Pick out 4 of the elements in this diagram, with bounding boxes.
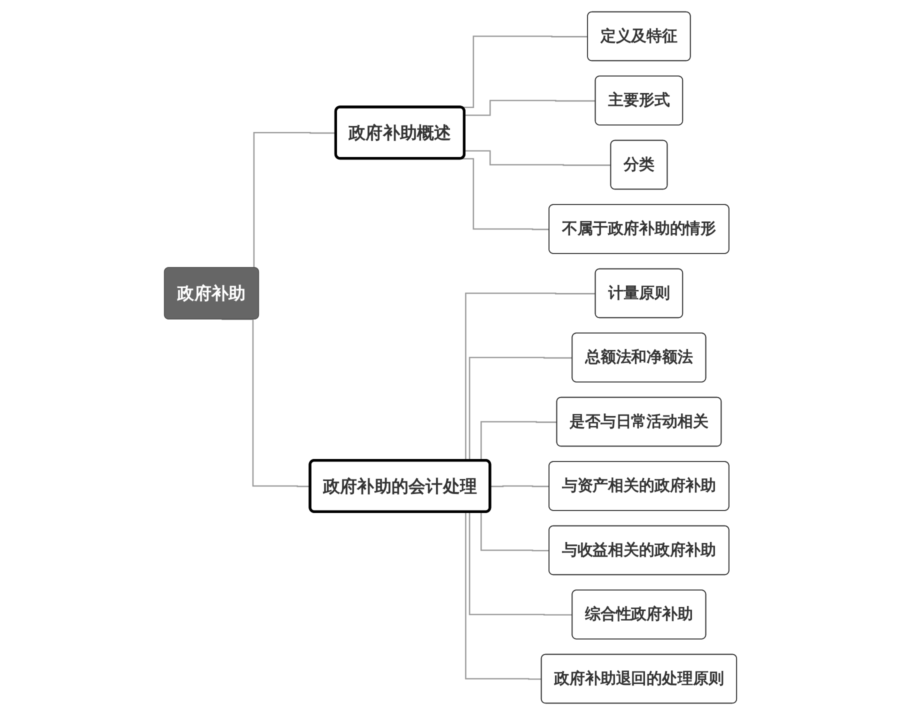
connector <box>464 100 596 116</box>
connector <box>222 318 310 488</box>
connector <box>490 485 550 488</box>
connector <box>464 150 612 166</box>
